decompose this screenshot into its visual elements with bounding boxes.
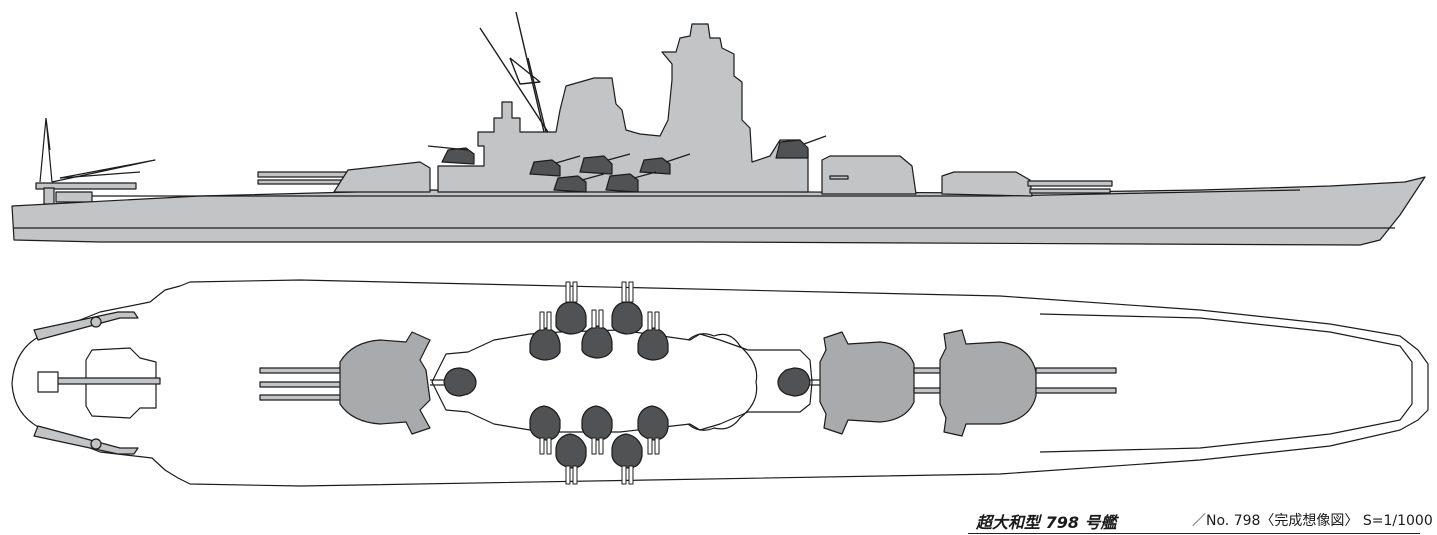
mast-rigging [479, 11, 549, 133]
centerline-secondary-mount [777, 367, 811, 397]
secondary-mount-barrels-port [539, 281, 660, 331]
forward-turret-barrel [1035, 367, 1117, 374]
aft-turret-barrel [257, 171, 349, 178]
stern-aircraft-crane [39, 117, 156, 183]
aft-main-turret-top [339, 331, 431, 435]
aft-turret-barrel [259, 367, 351, 374]
bridge-outline [687, 333, 758, 431]
aircraft-crane-base [37, 371, 59, 393]
caption-ship-name: 超大和型 798 号艦 [976, 513, 1117, 532]
stern-catapult-top [33, 311, 139, 455]
stern-catapult [35, 182, 137, 190]
forward-main-turret-a [941, 171, 1033, 197]
secondary-mount [529, 159, 561, 177]
deck-line [92, 189, 1301, 197]
forward-turret-barrel [1027, 180, 1113, 187]
forward-main-turret-b-top [819, 331, 915, 435]
centerline-secondary-mount [443, 367, 477, 397]
secondary-mounts-port [529, 301, 669, 361]
forecastle-line [1039, 313, 1413, 453]
drawing-caption: 超大和型 798 号艦 ／No. 798〈完成想像図〉 S=1/1000 [968, 507, 1433, 534]
caption-scale: ／No. 798〈完成想像図〉 S=1/1000 [1192, 513, 1433, 529]
forward-main-turret-a-top [939, 329, 1037, 437]
aft-turret-barrel [259, 394, 351, 401]
secondary-mount [441, 147, 475, 165]
secondary-mount-barrels-starboard [539, 437, 660, 485]
aft-main-turret [333, 161, 431, 193]
secondary-mount [639, 157, 671, 175]
forward-main-turret-b [821, 155, 917, 195]
secondary-mounts-starboard [529, 405, 669, 469]
top-view [11, 279, 1429, 487]
superstructure-base [437, 23, 809, 193]
forward-turret-barrel [1029, 188, 1111, 194]
forward-turret-barrel [1035, 387, 1117, 394]
stern-deck-block [55, 191, 93, 203]
side-profile [11, 11, 1426, 246]
secondary-mount [579, 155, 613, 175]
stern-post [43, 187, 55, 205]
secondary-mount [553, 175, 587, 193]
aft-turret-barrel [259, 381, 351, 388]
aircraft-crane-arm [55, 377, 161, 385]
secondary-mount [605, 173, 639, 193]
secondary-mount [775, 139, 809, 159]
aft-turret-barrel [257, 179, 349, 185]
